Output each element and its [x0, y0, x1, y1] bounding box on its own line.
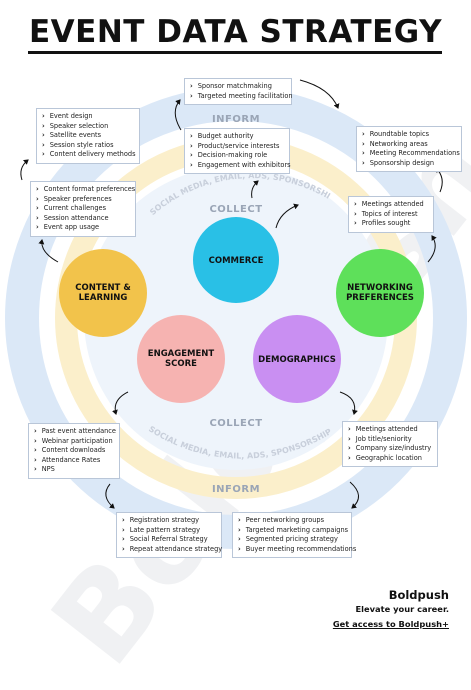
- list-item: Targeted meeting facilitation: [190, 92, 293, 102]
- list-item: Engagement with exhibitors: [190, 161, 291, 171]
- arrow-engagement-to-collect: [112, 391, 129, 415]
- list-item: Speaker preferences: [36, 195, 130, 205]
- list-item: Geographic location: [348, 454, 432, 464]
- arrow-demographics-collect-to-inform: [349, 481, 359, 509]
- list-item: Product/service interests: [190, 142, 284, 152]
- engagement-label-1: ENGAGEMENT: [148, 349, 215, 359]
- list-item: Session attendance: [36, 214, 130, 224]
- arrow-networking-circle-to-collect: [427, 235, 437, 263]
- list-item: Content downloads: [34, 446, 114, 456]
- list-item: Meetings attended: [354, 200, 428, 210]
- networking-circle: [336, 249, 424, 337]
- brand-logo: Boldpush: [388, 588, 449, 602]
- list-item: Meeting Recommendations: [362, 149, 460, 159]
- networking-label-1: NETWORKING: [347, 283, 413, 293]
- list-item: NPS: [34, 465, 114, 475]
- brand-block: Boldpush Elevate your career. Get access…: [333, 588, 449, 629]
- list-item: Satellite events: [42, 131, 134, 141]
- inform-top-label: INFORM: [212, 114, 260, 125]
- list-item: Sponsorship design: [362, 159, 456, 169]
- list-item: Company size/industry: [348, 444, 432, 454]
- list-item: Decision-making role: [190, 151, 284, 161]
- list-item: Topics of interest: [354, 210, 428, 220]
- commerce-collect-box: Budget authorityProduct/service interest…: [184, 128, 291, 175]
- demographics-circle: [253, 315, 341, 403]
- arrow-collect-to-commerce: [251, 180, 259, 199]
- list-item: Late pattern strategy: [122, 526, 216, 536]
- arrow-sponsor-to-networking: [299, 79, 340, 109]
- list-item: Job title/seniority: [348, 435, 432, 445]
- collect-top-label: COLLECT: [209, 204, 262, 215]
- content-collect-box: Content format preferencesSpeaker prefer…: [30, 181, 136, 237]
- sponsor-inform-box: Sponsor matchmakingTargeted meeting faci…: [184, 78, 293, 106]
- commerce-circle: [193, 217, 279, 303]
- list-item: Attendance Rates: [34, 456, 114, 466]
- arrow-commerce-to-networking-collect: [275, 203, 299, 229]
- list-item: Speaker selection: [42, 122, 134, 132]
- infographic: Boldpush EVENT DATA STRATEGY SOCIAL MEDI…: [0, 0, 471, 640]
- collect-bottom-label: COLLECT: [209, 418, 262, 429]
- title-underline: [28, 51, 442, 54]
- arrow-content-circle-to-collect: [38, 239, 59, 263]
- list-item: Peer networking groups: [238, 516, 346, 526]
- demographics-label: DEMOGRAPHICS: [258, 355, 336, 365]
- page-title: EVENT DATA STRATEGY: [28, 14, 443, 50]
- list-item: Segmented pricing strategy: [238, 535, 346, 545]
- list-item: Buyer meeting recommendations: [238, 545, 357, 555]
- content-learning-label-2: LEARNING: [79, 293, 128, 303]
- list-item: Session style ratios: [42, 141, 134, 151]
- arrow-content-collect-to-inform: [20, 159, 29, 181]
- content-inform-box: Event designSpeaker selectionSatellite e…: [36, 108, 140, 164]
- list-item: Budget authority: [190, 132, 284, 142]
- list-item: Profiles sought: [354, 219, 428, 229]
- demographics-collect-box: Meetings attendedJob title/seniorityComp…: [342, 421, 438, 468]
- list-item: Current challenges: [36, 204, 130, 214]
- list-item: Past event attendance: [34, 427, 116, 437]
- list-item: Repeat attendance strategy: [122, 545, 222, 555]
- networking-label-2: PREFERENCES: [346, 293, 414, 303]
- content-learning-label-1: CONTENT &: [75, 283, 131, 293]
- engagement-circle: [137, 315, 225, 403]
- engagement-collect-box: Past event attendanceWebinar participati…: [28, 423, 120, 479]
- list-item: Webinar participation: [34, 437, 114, 447]
- inform-bottom-label: INFORM: [212, 484, 260, 495]
- list-item: Content delivery methods: [42, 150, 136, 160]
- list-item: Registration strategy: [122, 516, 216, 526]
- networking-inform-box: Roundtable topicsNetworking areasMeeting…: [356, 126, 462, 173]
- list-item: Targeted marketing campaigns: [238, 526, 348, 536]
- list-item: Meetings attended: [348, 425, 432, 435]
- content-learning-circle: [59, 249, 147, 337]
- networking-collect-box: Meetings attendedTopics of interestProfi…: [348, 196, 434, 233]
- arrow-demographics-to-collect: [339, 391, 358, 415]
- list-item: Event design: [42, 112, 134, 122]
- arrow-engagement-collect-to-inform: [105, 483, 115, 509]
- engagement-label-2: SCORE: [165, 359, 197, 369]
- list-item: Sponsor matchmaking: [190, 82, 286, 92]
- engagement-inform-box: Registration strategyLate pattern strate…: [116, 512, 222, 559]
- list-item: Roundtable topics: [362, 130, 456, 140]
- brand-cta-link[interactable]: Get access to Boldpush+: [332, 619, 449, 629]
- list-item: Event app usage: [36, 223, 130, 233]
- list-item: Content format preferences: [36, 185, 136, 195]
- demographics-inform-box: Peer networking groupsTargeted marketing…: [232, 512, 357, 559]
- list-item: Networking areas: [362, 140, 456, 150]
- arrow-commerce-to-sponsor: [174, 99, 182, 131]
- brand-tagline: Elevate your career.: [355, 604, 449, 614]
- commerce-label: COMMERCE: [209, 256, 264, 266]
- list-item: Social Referral Strategy: [122, 535, 216, 545]
